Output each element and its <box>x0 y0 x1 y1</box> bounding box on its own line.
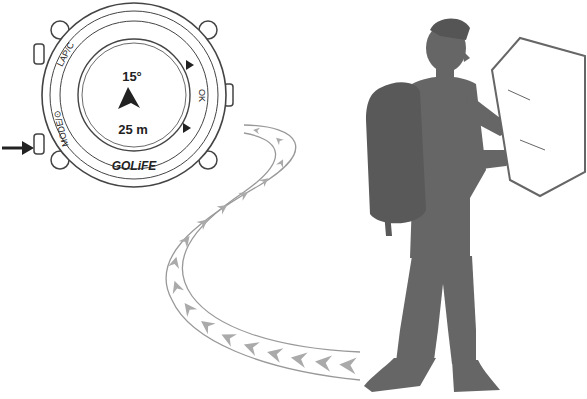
map-sheet <box>492 38 585 196</box>
route-arrows <box>168 127 357 375</box>
route-arrowhead <box>290 350 308 368</box>
heading-value: 15° <box>122 70 142 83</box>
brand-logo: GOLiFE <box>112 160 157 172</box>
route-arrowhead <box>252 127 260 135</box>
distance-value: 25 m <box>118 123 148 136</box>
route-arrowhead <box>218 328 236 346</box>
route-arrowhead <box>238 188 250 200</box>
route-arrowhead <box>180 299 198 317</box>
watch <box>34 3 233 187</box>
route-arrowhead <box>196 216 210 230</box>
route-arrowhead <box>339 356 357 374</box>
route-arrowhead <box>169 279 184 294</box>
route-arrowhead <box>241 338 259 356</box>
route-path <box>166 125 360 380</box>
route-arrowhead <box>276 157 286 167</box>
button-label: OK <box>197 88 206 101</box>
route-arrowhead <box>168 255 182 269</box>
route-arrowhead <box>314 354 332 372</box>
route-arrowhead <box>265 345 283 363</box>
route-arrowhead <box>217 201 230 214</box>
route-arrowhead <box>259 175 271 187</box>
route-arrowhead <box>197 316 215 334</box>
pointer-arrow <box>2 141 34 155</box>
route-arrowhead <box>274 135 284 145</box>
route-arrowhead <box>179 233 194 248</box>
